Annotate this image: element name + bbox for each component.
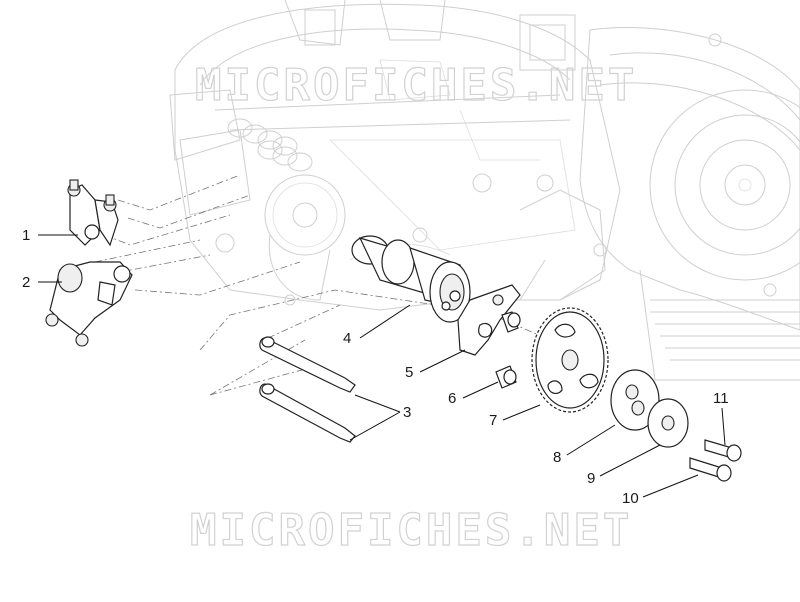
rocker-arm-part-1 — [67, 179, 119, 247]
bolt-part-11 — [704, 439, 742, 462]
callout-2: 2 — [22, 274, 30, 291]
callout-4: 4 — [343, 330, 351, 347]
callout-11: 11 — [713, 390, 729, 407]
camshaft-part-4 — [351, 235, 471, 323]
assembly-guide-lines — [94, 174, 551, 396]
ghost-valve-springs — [227, 118, 313, 172]
cam-sprocket-part-7 — [531, 307, 609, 413]
watermark-top: MICROFICHES.NET — [195, 60, 637, 111]
callout-6: 6 — [448, 390, 456, 407]
callout-8: 8 — [553, 449, 561, 466]
rocker-shaft-part-3 — [259, 336, 356, 443]
watermark-bottom: MICROFICHES.NET — [190, 505, 632, 556]
callout-1: 1 — [22, 227, 30, 244]
callout-3: 3 — [403, 404, 411, 421]
callout-9: 9 — [587, 470, 595, 487]
callout-10: 10 — [622, 490, 639, 507]
rocker-arm-part-2 — [45, 261, 133, 347]
ghost-engine-background — [169, 0, 800, 381]
cap-washer-part-9 — [647, 398, 689, 448]
callout-5: 5 — [405, 364, 413, 381]
leader-lines — [38, 234, 726, 498]
bolt-part-10 — [689, 457, 732, 482]
plate-part-5 — [457, 284, 521, 356]
bolt-part-6 — [495, 311, 521, 389]
washer-part-8 — [610, 369, 660, 431]
callout-7: 7 — [489, 412, 497, 429]
